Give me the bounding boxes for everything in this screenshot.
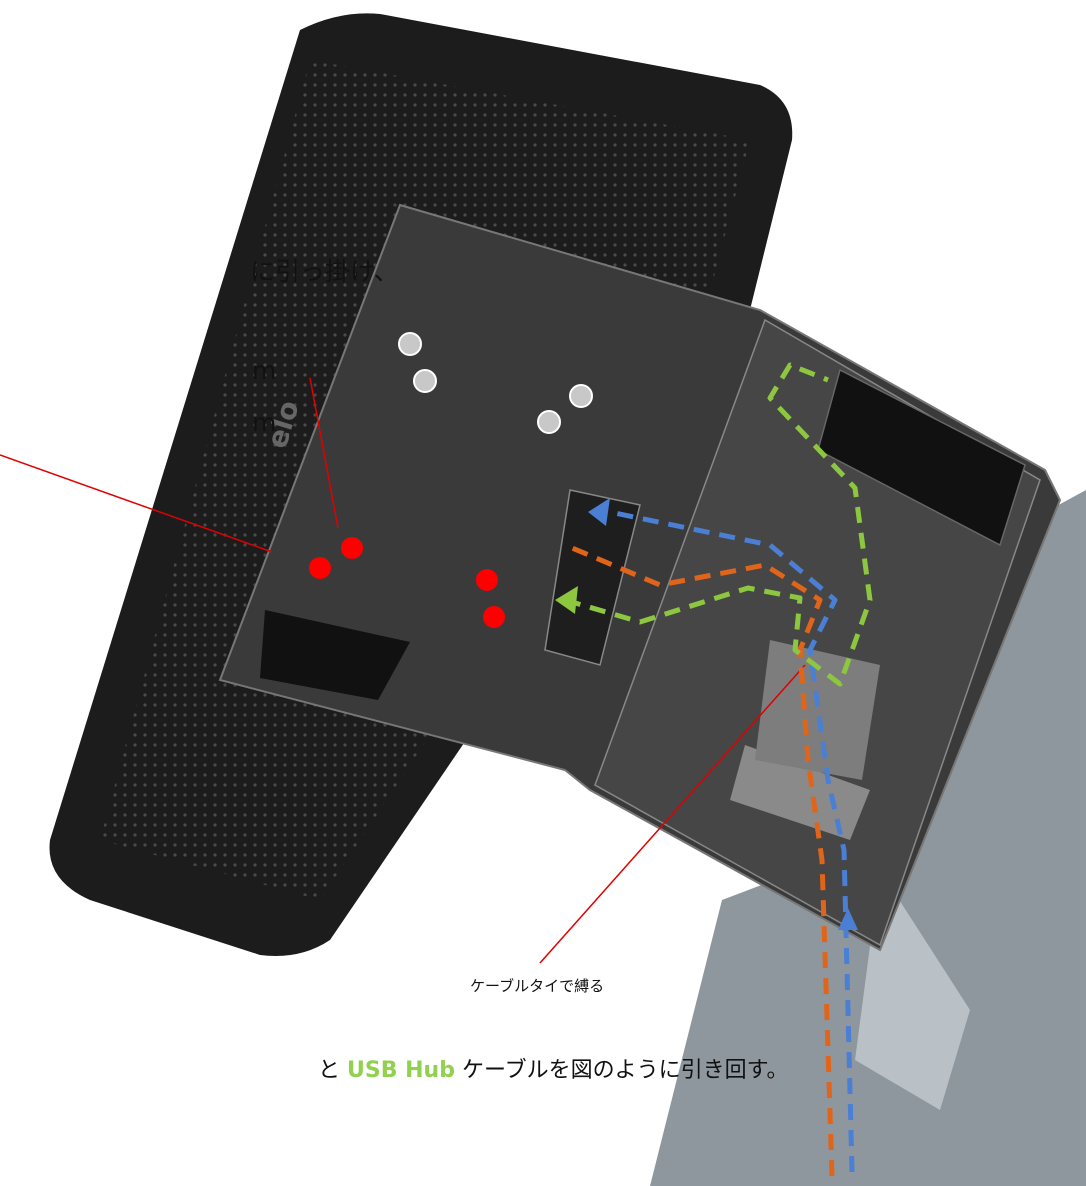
screw-marker-gray [537, 410, 561, 434]
usb-hub-box [817, 368, 1026, 547]
route-prefix: と [318, 1058, 347, 1083]
screw-marker-red [309, 557, 331, 579]
cable-tie-label: ケーブルタイで縛る [470, 977, 605, 995]
route-instruction: と USB Hub ケーブルを図のように引き回す。 [318, 1052, 788, 1084]
hang-instruction-text: に引っ掛け、 [250, 257, 399, 286]
cable-green [564, 362, 873, 687]
leader-line [0, 454, 273, 553]
screw-marker-red [476, 569, 498, 591]
screw-marker-gray [569, 384, 593, 408]
port-cutout [544, 489, 641, 666]
cable-orange [564, 542, 835, 1177]
up-arrow-icon [838, 908, 858, 930]
cable-blue [599, 507, 855, 1173]
leader-line [539, 664, 806, 964]
usb-hub-label: USB Hub [347, 1058, 455, 1083]
screw-marker-red [341, 537, 363, 559]
screw-size-label-1: m [252, 356, 277, 385]
screw-marker-gray [398, 332, 422, 356]
leader-line [309, 377, 339, 529]
screw-marker-gray [413, 369, 437, 393]
route-suffix: ケーブルを図のように引き回す。 [454, 1058, 789, 1083]
screw-marker-red [483, 606, 505, 628]
screw-size-label-2: m [252, 408, 277, 437]
left-arrow-icon [555, 586, 578, 614]
left-arrow-icon [588, 498, 610, 526]
